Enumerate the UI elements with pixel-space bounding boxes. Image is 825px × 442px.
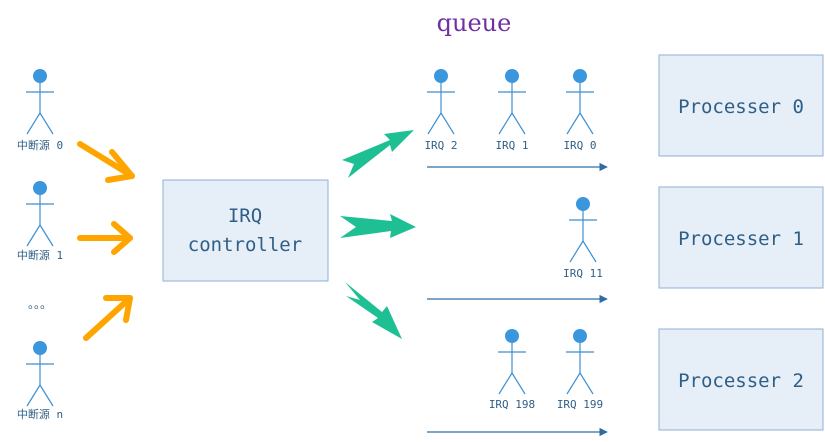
source-ellipsis: 。。。: [28, 297, 52, 311]
source-label: 中断源 1: [17, 248, 63, 262]
person-icon: [26, 341, 54, 407]
processor-0: Processer 0: [658, 54, 824, 157]
queue-row-1: IRQ 11: [427, 197, 608, 304]
irq-label: IRQ 1: [495, 139, 528, 152]
person-icon: [566, 69, 594, 135]
controller-label-line1: IRQ: [228, 205, 262, 227]
person-icon: [498, 69, 526, 135]
person-icon: [566, 329, 594, 395]
irq-label: IRQ 2: [424, 139, 457, 152]
irq-controller: IRQ controller: [162, 179, 329, 282]
person-icon: [26, 181, 54, 247]
irq-label: IRQ 0: [563, 139, 596, 152]
green-arrows: [340, 130, 416, 339]
orange-arrow-icon: [77, 221, 133, 255]
processor-2: Processer 2: [658, 328, 824, 431]
person-icon: [26, 69, 54, 135]
queue-row-0: IRQ 2 IRQ 1 IRQ 0: [424, 69, 608, 172]
queue-row-2: IRQ 198 IRQ 199: [427, 329, 608, 437]
orange-arrows: [77, 141, 135, 341]
orange-arrow-icon: [83, 295, 133, 341]
processor-label: Processer 2: [678, 370, 804, 392]
irq-label: IRQ 198: [489, 398, 535, 411]
person-icon: [569, 197, 597, 263]
orange-arrow-icon: [77, 141, 135, 183]
source-column: 中断源 0 中断源 1 。。。 中断源 n: [17, 69, 63, 421]
controller-label-line2: controller: [188, 234, 302, 256]
green-arrow-icon: [342, 130, 414, 178]
diagram-title: queue: [437, 9, 512, 37]
person-icon: [427, 69, 455, 135]
processor-1: Processer 1: [658, 186, 824, 289]
green-arrow-icon: [345, 282, 402, 339]
person-icon: [498, 329, 526, 395]
source-label: 中断源 n: [17, 407, 63, 421]
irq-label: IRQ 11: [563, 267, 603, 280]
irq-label: IRQ 199: [557, 398, 603, 411]
processor-label: Processer 1: [678, 228, 804, 250]
green-arrow-icon: [340, 214, 416, 238]
processor-label: Processer 0: [678, 96, 804, 118]
source-label: 中断源 0: [17, 138, 63, 152]
